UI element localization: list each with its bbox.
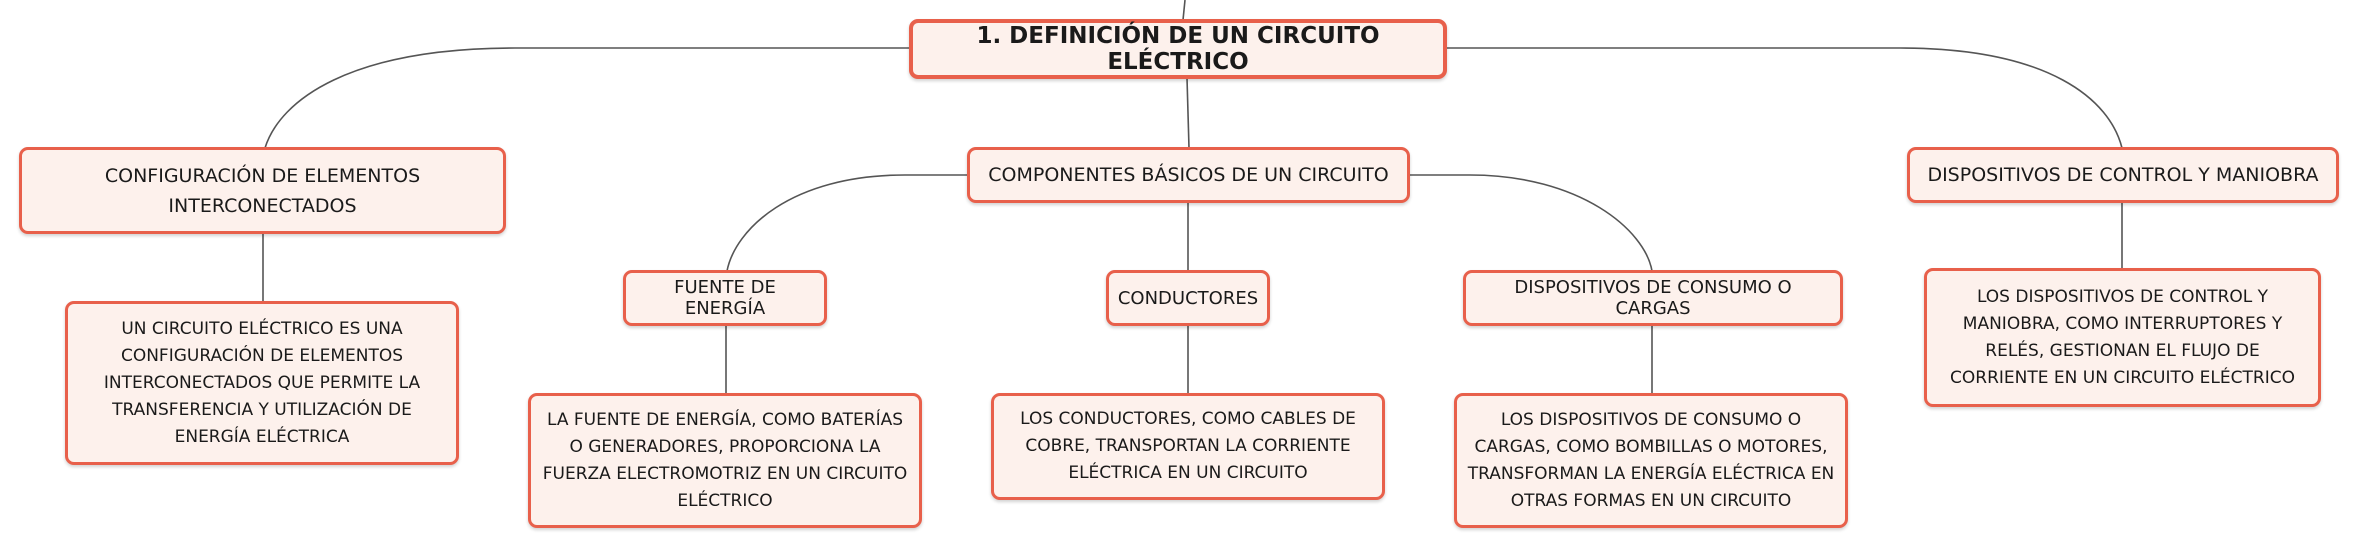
detail-fuente-energia[interactable]: LA FUENTE DE ENERGÍA, COMO BATERÍAS O GE… <box>528 393 922 528</box>
detail-fuente-energia-text: LA FUENTE DE ENERGÍA, COMO BATERÍAS O GE… <box>542 409 908 511</box>
topic-configuracion[interactable]: CONFIGURACIÓN DE ELEMENTOS INTERCONECTAD… <box>19 147 506 234</box>
connector-root-to-componentes <box>1186 77 1190 149</box>
connector-root-to-dispositivos-control <box>1445 47 2123 149</box>
connector-componentes-to-consumo <box>1410 174 1653 272</box>
topic-componentes[interactable]: COMPONENTES BÁSICOS DE UN CIRCUITO <box>967 147 1410 203</box>
detail-dispositivos-consumo-text: LOS DISPOSITIVOS DE CONSUMO O CARGAS, CO… <box>1467 409 1835 511</box>
topic-fuente-energia[interactable]: FUENTE DE ENERGÍA <box>623 270 827 326</box>
topic-dispositivos-consumo-label: DISPOSITIVOS DE CONSUMO O CARGAS <box>1514 277 1792 319</box>
connector-root-to-configuracion <box>264 47 910 149</box>
root-topic-label: 1. DEFINICIÓN DE UN CIRCUITO ELÉCTRICO <box>976 23 1380 75</box>
detail-configuracion-text: UN CIRCUITO ELÉCTRICO ES UNA CONFIGURACI… <box>103 318 421 447</box>
detail-conductores-text: LOS CONDUCTORES, COMO CABLES DE COBRE, T… <box>1020 409 1356 483</box>
detail-dispositivos-consumo[interactable]: LOS DISPOSITIVOS DE CONSUMO O CARGAS, CO… <box>1454 393 1848 528</box>
topic-dispositivos-control[interactable]: DISPOSITIVOS DE CONTROL Y MANIOBRA <box>1907 147 2339 203</box>
topic-conductores[interactable]: CONDUCTORES <box>1106 270 1270 326</box>
topic-dispositivos-consumo[interactable]: DISPOSITIVOS DE CONSUMO O CARGAS <box>1463 270 1843 326</box>
detail-conductores[interactable]: LOS CONDUCTORES, COMO CABLES DE COBRE, T… <box>991 393 1385 500</box>
detail-dispositivos-control[interactable]: LOS DISPOSITIVOS DE CONTROL Y MANIOBRA, … <box>1924 268 2321 407</box>
detail-dispositivos-control-text: LOS DISPOSITIVOS DE CONTROL Y MANIOBRA, … <box>1950 286 2295 388</box>
topic-dispositivos-control-label: DISPOSITIVOS DE CONTROL Y MANIOBRA <box>1927 164 2319 186</box>
topic-conductores-label: CONDUCTORES <box>1117 287 1259 309</box>
topic-configuracion-label: CONFIGURACIÓN DE ELEMENTOS INTERCONECTAD… <box>104 164 421 217</box>
topic-componentes-label: COMPONENTES BÁSICOS DE UN CIRCUITO <box>988 164 1389 186</box>
connector-componentes-to-fuente <box>726 174 968 272</box>
root-topic[interactable]: 1. DEFINICIÓN DE UN CIRCUITO ELÉCTRICO <box>909 19 1447 79</box>
connector-top-stub <box>1182 0 1186 21</box>
detail-configuracion[interactable]: UN CIRCUITO ELÉCTRICO ES UNA CONFIGURACI… <box>65 301 459 465</box>
topic-fuente-energia-label: FUENTE DE ENERGÍA <box>674 277 776 319</box>
